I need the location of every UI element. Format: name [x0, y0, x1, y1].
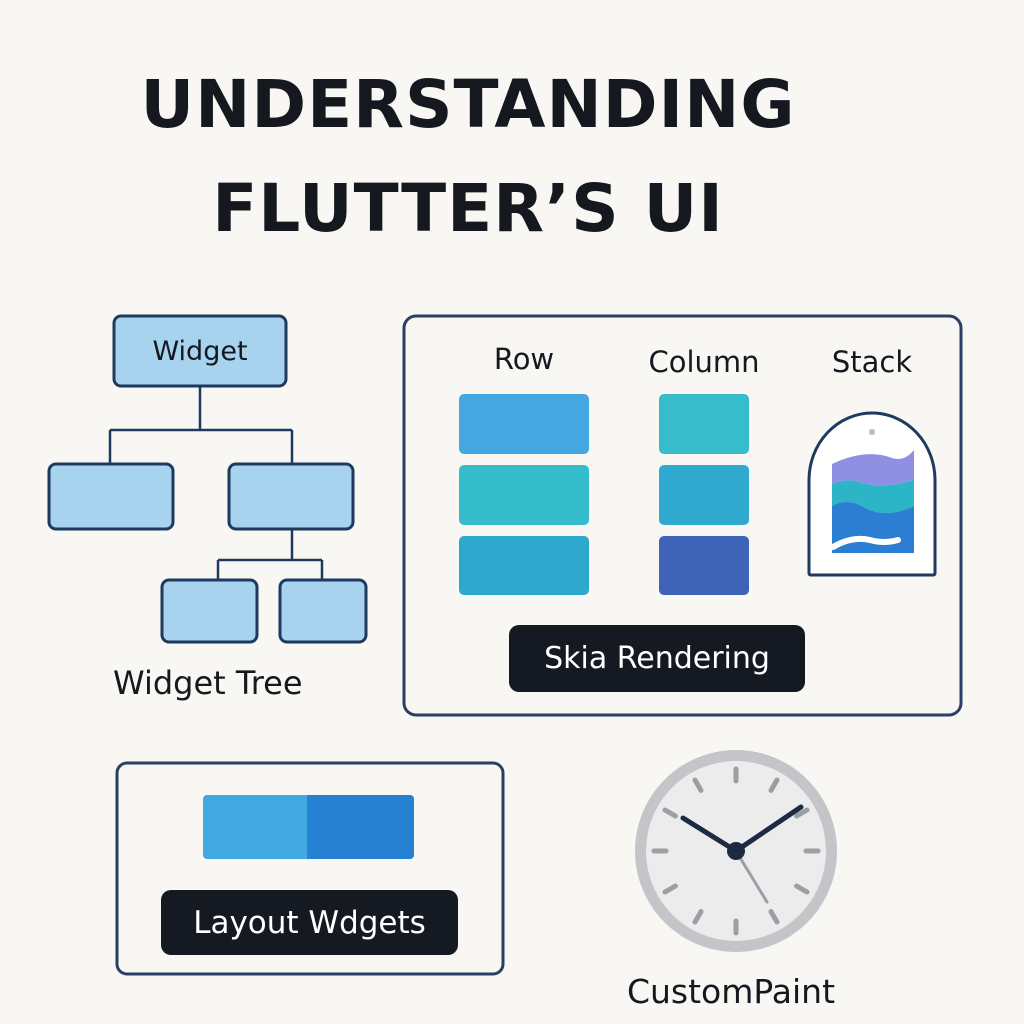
- clock-tick: [794, 883, 810, 895]
- tree-connectors: [108, 386, 324, 580]
- clock-icon: [635, 750, 837, 952]
- layout-bar-join: [307, 795, 315, 859]
- tree-node-root: [112, 314, 288, 388]
- tree-node-grandchild-right: [278, 578, 368, 644]
- row-block-2: [459, 465, 589, 525]
- clock-tick: [662, 807, 678, 819]
- stack-card-icon: [807, 411, 937, 577]
- title-line-2: FLUTTER’S UI: [212, 170, 724, 247]
- clock-tick: [768, 909, 780, 925]
- row-block-1: [459, 394, 589, 454]
- skia-panel-frame: [402, 314, 963, 717]
- clock-tick: [794, 807, 810, 819]
- clock-tick: [768, 777, 780, 793]
- column-block-2: [659, 465, 749, 525]
- clock-tick: [692, 777, 704, 793]
- stack-label: Stack: [831, 345, 913, 379]
- widget-tree-caption: Widget Tree: [113, 664, 303, 702]
- row-block-3: [459, 536, 589, 595]
- custompaint-caption: CustomPaint: [626, 972, 836, 1011]
- tree-node-grandchild-left: [160, 578, 259, 644]
- layout-widgets-badge: Layout Wdgets: [161, 890, 458, 955]
- skia-rendering-badge: Skia Rendering: [509, 625, 805, 692]
- layout-bar-right: [307, 795, 414, 859]
- tree-root-label: Widget: [152, 336, 248, 367]
- column-block-1: [659, 394, 749, 454]
- tree-node-left: [47, 462, 175, 531]
- title-line-1: UNDERSTANDING: [140, 66, 796, 143]
- clock-tick: [662, 883, 678, 895]
- column-label: Column: [648, 345, 760, 379]
- tree-node-right: [227, 462, 355, 531]
- layout-panel-frame: [115, 761, 505, 976]
- row-label: Row: [493, 342, 555, 376]
- clock-tick: [692, 909, 704, 925]
- layout-bar-left: [203, 795, 313, 859]
- column-block-3: [659, 536, 749, 595]
